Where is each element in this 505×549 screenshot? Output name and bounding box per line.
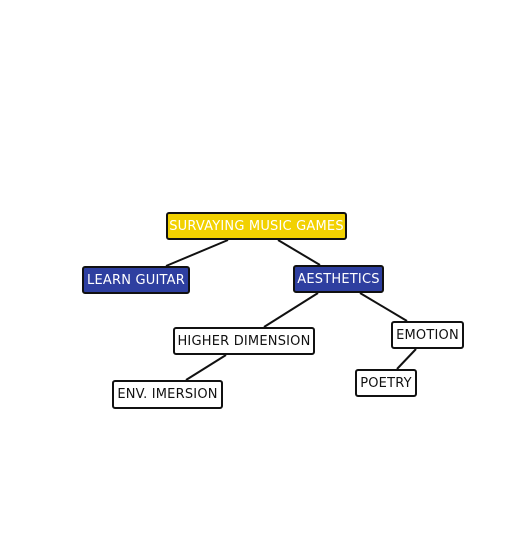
node-emotion[interactable]: EMOTION bbox=[391, 321, 464, 349]
node-env-imersion[interactable]: ENV. IMERSION bbox=[112, 380, 223, 409]
node-survaying-music-games[interactable]: SURVAYING MUSIC GAMES bbox=[166, 212, 347, 240]
node-aesthetics[interactable]: AESTHETICS bbox=[293, 265, 384, 293]
node-higher-dimension[interactable]: HIGHER DIMENSION bbox=[173, 327, 315, 355]
node-learn-guitar[interactable]: LEARN GUITAR bbox=[82, 266, 190, 294]
node-poetry[interactable]: POETRY bbox=[355, 369, 417, 397]
edge-aesthetics-to-emotion bbox=[359, 292, 408, 322]
edge-root-to-aesthetics bbox=[277, 239, 321, 266]
edge-emotion-to-poetry bbox=[396, 348, 417, 370]
edge-root-to-learn-guitar bbox=[165, 239, 229, 267]
edge-higher-dimension-to-env-imersion bbox=[185, 354, 227, 381]
edge-aesthetics-to-higher-dimension bbox=[263, 292, 319, 328]
